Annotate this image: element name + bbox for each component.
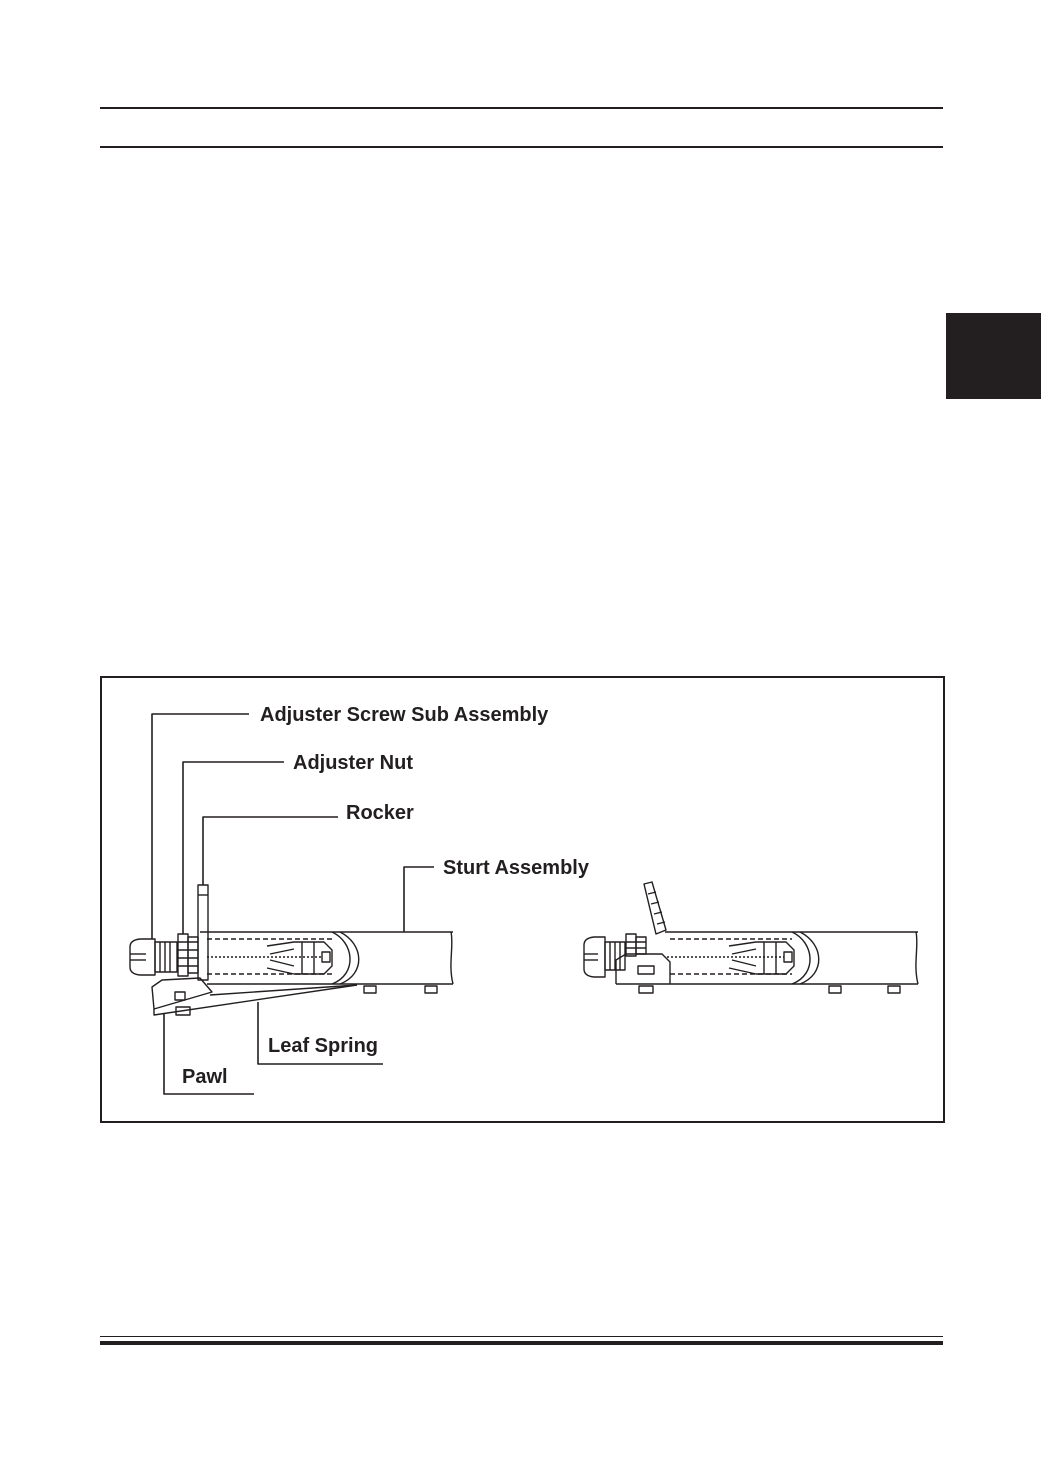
left-socket-cone <box>266 941 333 975</box>
left-assembly-drawing <box>129 884 454 1016</box>
label-adjuster-nut: Adjuster Nut <box>293 752 413 774</box>
section-tab <box>946 313 1041 399</box>
right-foot <box>887 985 901 994</box>
label-sturt-assembly: Sturt Assembly <box>443 857 590 879</box>
footer-rule-thick <box>100 1341 943 1345</box>
left-leaf-spring <box>153 984 358 1016</box>
left-strut-body <box>200 931 454 985</box>
label-rocker: Rocker <box>346 802 414 824</box>
right-adjuster-nut <box>625 933 647 957</box>
right-pawl <box>615 953 671 984</box>
footer-rule-thin <box>100 1336 943 1337</box>
left-adjuster-screw-head <box>129 938 178 976</box>
adjuster-mechanism-diagram: Adjuster Screw Sub Assembly Adjuster Nut… <box>129 704 919 1095</box>
label-adjuster-screw-sub-assembly: Adjuster Screw Sub Assembly <box>260 704 549 726</box>
right-strut-body <box>616 931 919 985</box>
right-foot <box>828 985 842 994</box>
header-rule-top <box>100 107 943 109</box>
leader-adjuster-nut <box>182 761 284 934</box>
left-pawl <box>151 977 213 1016</box>
left-adjuster-nut <box>177 933 199 977</box>
header-rule-bottom <box>100 146 943 148</box>
figure-frame: Adjuster Screw Sub Assembly Adjuster Nut… <box>100 676 945 1123</box>
leader-sturt-assembly <box>403 866 434 932</box>
left-foot <box>363 985 377 994</box>
leader-adjuster-screw <box>151 713 249 939</box>
label-leaf-spring: Leaf Spring <box>268 1035 378 1057</box>
leader-rocker <box>202 816 338 885</box>
label-pawl: Pawl <box>182 1066 228 1088</box>
right-foot <box>638 985 654 994</box>
leader-leaf-spring <box>257 1002 383 1065</box>
right-socket-cone <box>728 941 795 975</box>
right-rocker-tilted <box>643 881 667 935</box>
right-assembly-drawing <box>583 881 919 994</box>
leader-lines <box>151 713 434 1095</box>
right-adjuster-screw-head <box>583 936 626 978</box>
left-foot <box>424 985 438 994</box>
leader-pawl <box>163 1014 254 1095</box>
